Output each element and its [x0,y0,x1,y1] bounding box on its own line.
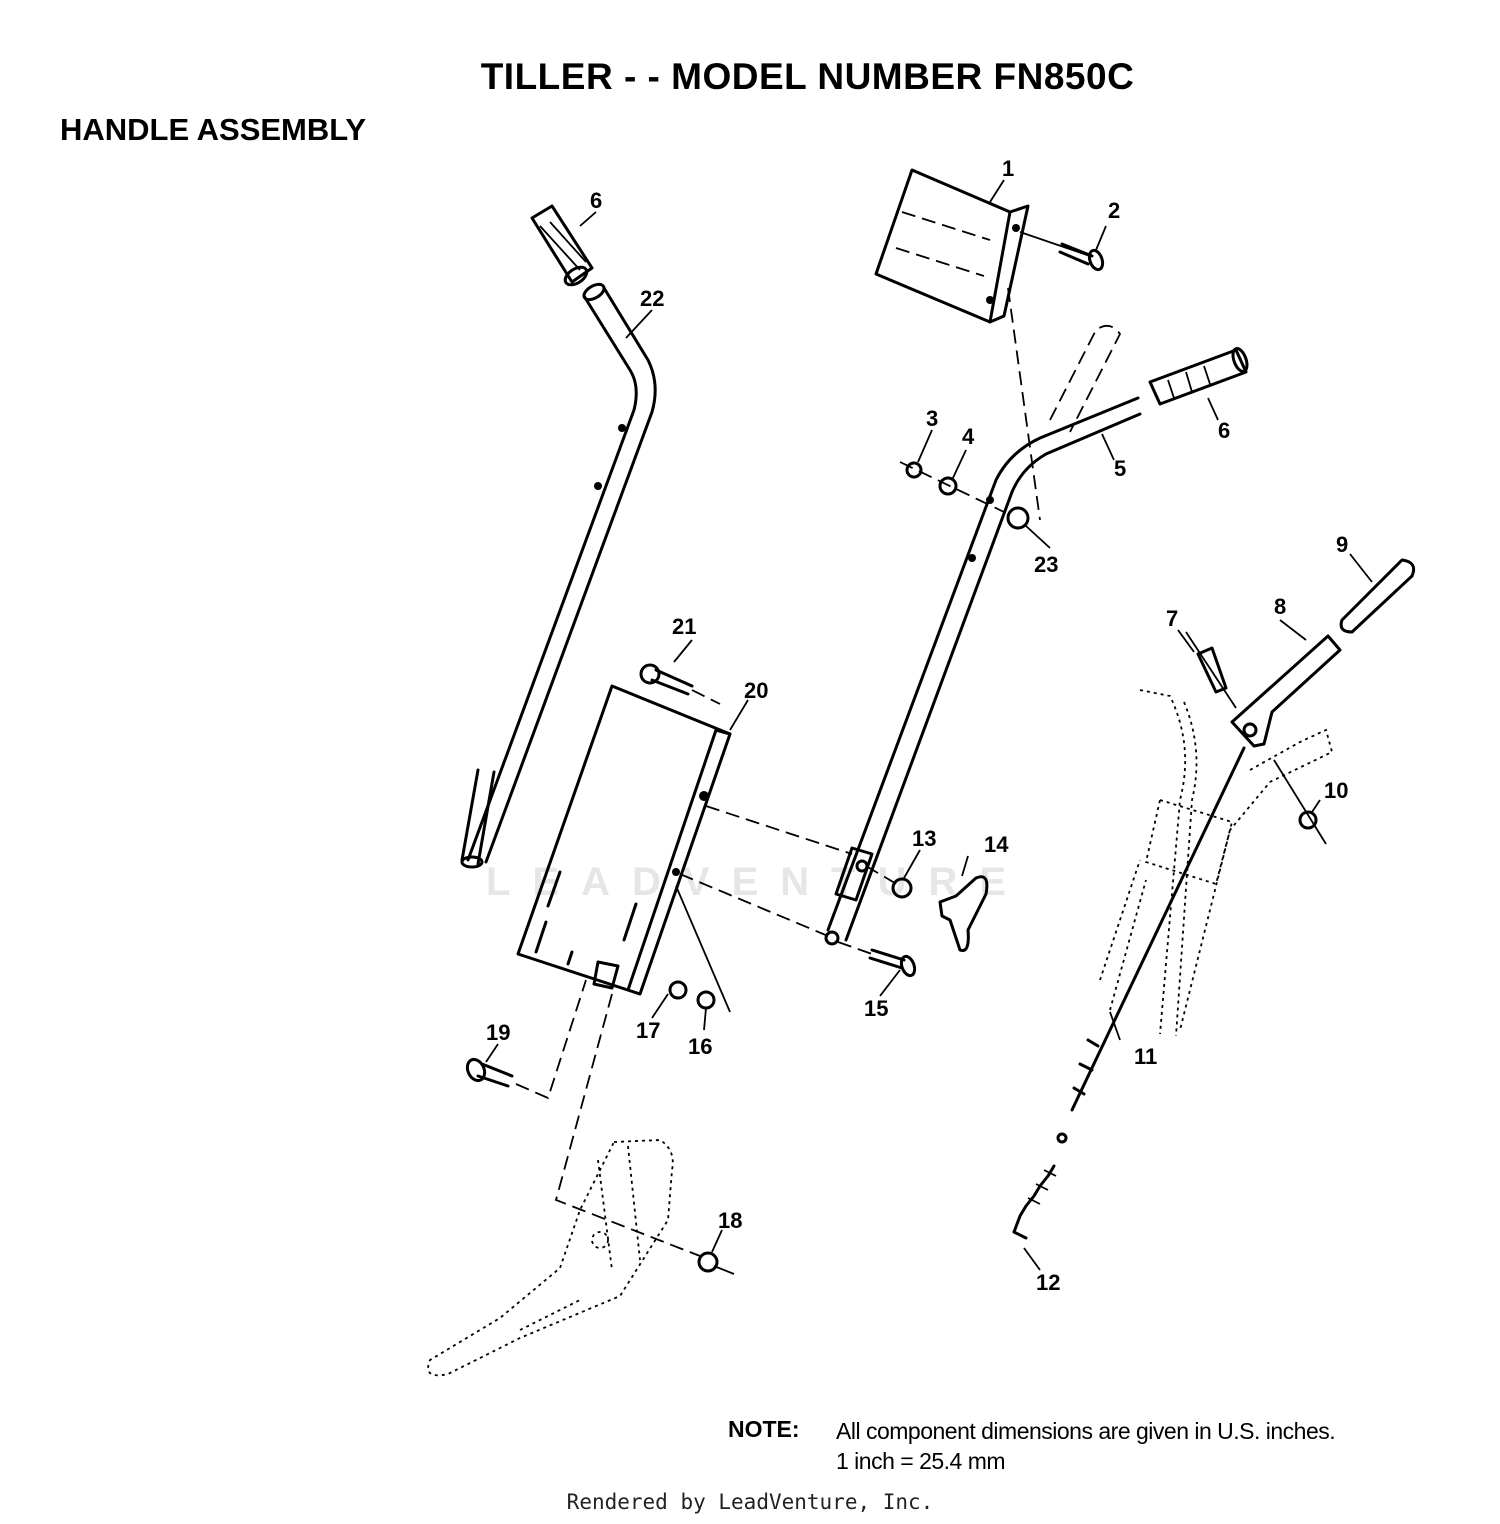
callout-1: 1 [1002,156,1014,181]
callout-9: 9 [1336,532,1348,557]
bolt-21 [639,663,721,705]
callout-5: 5 [1114,456,1126,481]
callout-10: 10 [1324,778,1348,803]
main-handle [824,324,1142,946]
callout-3: 3 [926,406,938,431]
right-handle-ghost [1099,689,1334,1037]
callout-7: 7 [1166,606,1178,631]
lower-bracket [516,684,732,996]
callout-11: 11 [1134,1044,1157,1069]
callout-20: 20 [744,678,768,703]
note-line-1: All component dimensions are given in U.… [836,1418,1336,1444]
callout-14: 14 [984,832,1009,857]
footer-credit: Rendered by LeadVenture, Inc. [566,1490,934,1514]
grip-9 [1339,558,1416,634]
right-grip [1148,347,1249,406]
nut-17-washer-16 [668,885,731,1013]
watermark: LEADVENTURE [486,860,1029,904]
page-title: TILLER - - MODEL NUMBER FN850C [480,56,1135,97]
assembly-line-upper [705,805,853,855]
callout-2: 2 [1108,198,1120,223]
callout-16: 16 [688,1034,712,1059]
control-rod-11 [1056,746,1246,1144]
washer-13-knob-14 [865,865,989,953]
nut-18 [697,1251,719,1273]
note-label: NOTE: [728,1416,800,1442]
bolt-19 [465,979,587,1100]
callout-8: 8 [1274,594,1286,619]
tiller-frame [427,993,701,1377]
nut-10 [1298,810,1318,830]
bolt-2 [1019,231,1105,272]
note: NOTE: All component dimensions are given … [728,1416,1336,1476]
callout-4: 4 [962,424,975,449]
upper-bracket [874,168,1041,521]
assembly-line-lower [679,873,829,937]
callout-17: 17 [636,1018,660,1043]
left-handle-tube [460,282,657,869]
spring-12 [1012,1164,1057,1240]
washers-3-4-23 [899,461,1030,530]
callout-13: 13 [912,826,936,851]
callout-18: 18 [718,1208,742,1233]
bolt-7 [1185,631,1237,709]
callout-19: 19 [486,1020,510,1045]
callout-23: 23 [1034,552,1058,577]
callout-12: 12 [1036,1270,1060,1295]
left-grip [530,204,594,287]
section-title: HANDLE ASSEMBLY [60,112,367,147]
lever-8 [1230,634,1342,748]
callout-6-left: 6 [590,188,602,213]
note-line-2: 1 inch = 25.4 mm [836,1448,1006,1474]
bolt-15 [837,941,917,978]
callout-21: 21 [672,614,696,639]
callout-15: 15 [864,996,888,1021]
callout-22: 22 [640,286,664,311]
callout-6-right: 6 [1218,418,1230,443]
